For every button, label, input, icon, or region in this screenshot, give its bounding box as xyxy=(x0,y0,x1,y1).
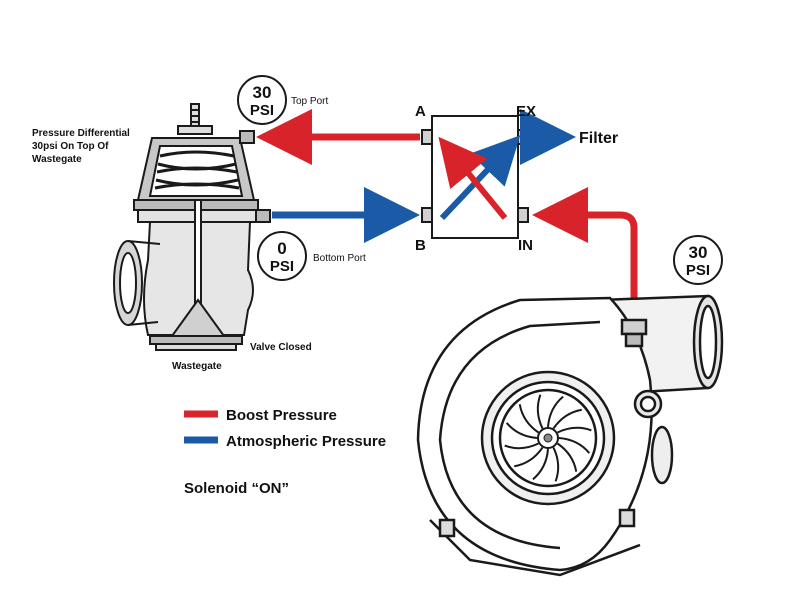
psi-turbo-value: 30 xyxy=(689,243,708,262)
compressor-blade xyxy=(552,408,582,430)
wastegate-label: Wastegate xyxy=(172,361,222,372)
bottom-port-fitting xyxy=(255,209,271,223)
wastegate-illustration xyxy=(113,103,271,351)
turbocharger-illustration xyxy=(416,294,724,577)
compressor-wheel xyxy=(504,394,592,482)
port-in-label: IN xyxy=(518,237,533,254)
legend-label-boost: Boost Pressure xyxy=(226,407,337,424)
psi-bottom-unit: PSI xyxy=(270,258,294,275)
boost-line-from-turbo xyxy=(532,187,638,322)
psi-bottom-value: 0 xyxy=(277,239,286,258)
port-a-fitting xyxy=(421,129,433,145)
compressor-blade xyxy=(532,448,549,481)
turbo-boost-fitting xyxy=(620,318,648,336)
solenoid-valve xyxy=(421,115,529,239)
pressure-differential-line-2: 30psi On Top Of xyxy=(32,141,109,152)
compressor-blade xyxy=(552,447,560,482)
compressor-blade xyxy=(514,446,544,468)
port-in-fitting xyxy=(517,207,529,223)
valve-closed-label: Valve Closed xyxy=(250,342,312,353)
pressure-differential-line-3: Wastegate xyxy=(32,154,82,165)
port-ex-fitting xyxy=(517,129,529,145)
compressor-blade xyxy=(558,437,591,454)
port-a-label: A xyxy=(415,103,426,120)
top-port-label: Top Port xyxy=(291,96,328,107)
psi-top-unit: PSI xyxy=(250,102,274,119)
compressor-blade xyxy=(518,404,540,434)
wastegate-spring xyxy=(154,150,240,190)
compressor-blade xyxy=(505,422,538,439)
psi-turbo-unit: PSI xyxy=(686,262,710,279)
port-b-fitting xyxy=(421,207,433,223)
filter-label: Filter xyxy=(579,130,618,147)
psi-badge-turbo: 30 PSI xyxy=(673,235,723,285)
top-port-fitting xyxy=(239,130,255,144)
pressure-differential-line-1: Pressure Differential xyxy=(32,128,130,139)
psi-badge-bottom: 0 PSI xyxy=(257,231,307,281)
compressor-blade xyxy=(547,395,564,428)
psi-badge-top: 30 PSI xyxy=(237,75,287,125)
legend-label-atmospheric: Atmospheric Pressure xyxy=(226,433,386,450)
solenoid-status-label: Solenoid “ON” xyxy=(184,480,289,497)
legend: Boost Pressure Atmospheric Pressure xyxy=(184,407,386,450)
compressor-blade xyxy=(557,426,592,434)
compressor-blade xyxy=(536,394,544,429)
compressor-blade xyxy=(504,442,539,450)
port-b-label: B xyxy=(415,237,426,254)
compressor-blade xyxy=(556,442,578,472)
internal-boost-arrow xyxy=(438,136,508,220)
psi-top-value: 30 xyxy=(253,83,272,102)
port-ex-label: EX xyxy=(516,103,536,120)
bottom-port-label: Bottom Port xyxy=(313,253,366,264)
